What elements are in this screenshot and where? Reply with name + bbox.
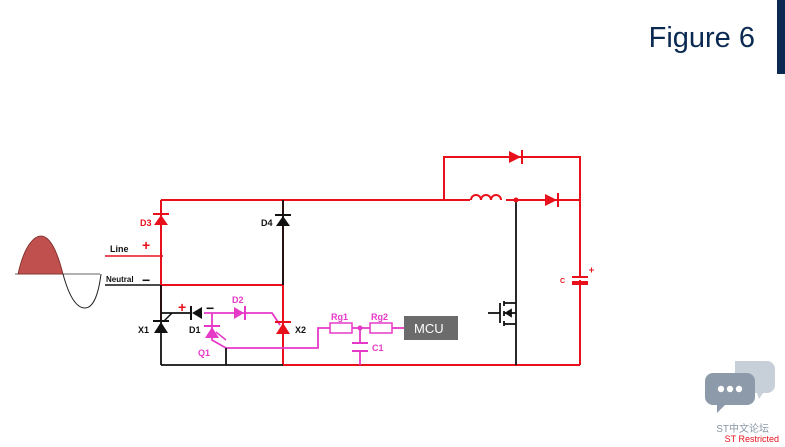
label-d4: D4 [261, 218, 273, 228]
label-rg2: Rg2 [371, 312, 388, 322]
label-d1: D1 [189, 325, 201, 335]
label-q1: Q1 [198, 348, 210, 358]
label-rg1: Rg1 [331, 312, 348, 322]
inductor-icon [470, 192, 506, 202]
label-neutral-minus: − [142, 272, 150, 288]
label-x2: X2 [295, 325, 306, 335]
chat-bubble-icon [705, 361, 775, 413]
junction-dot [357, 325, 363, 331]
thyristor-x1-icon [153, 312, 173, 333]
resistor-rg1-icon [329, 322, 353, 334]
label-d1-minus: − [206, 300, 214, 316]
input-wires [105, 255, 163, 286]
diode-d1-icon [190, 306, 202, 320]
junction-dot [513, 197, 519, 203]
label-mcu: MCU [414, 321, 444, 336]
label-neutral: Neutral [106, 275, 134, 284]
mosfet-icon [488, 301, 516, 326]
label-line-plus: + [142, 237, 150, 253]
diode-bypass-icon [509, 150, 523, 164]
classification-label: ST Restricted [724, 434, 779, 444]
diode-d4-icon [275, 214, 291, 226]
forum-watermark: ST中文论坛 [716, 424, 769, 435]
thyristor-q1-icon [204, 325, 227, 341]
capacitor-c-icon [572, 267, 594, 285]
diode-d2-icon [234, 306, 246, 320]
label-x1: X1 [138, 325, 149, 335]
label-d1-plus: + [178, 299, 186, 315]
label-d2: D2 [232, 295, 244, 305]
capacitor-c1-icon [352, 342, 368, 352]
resistor-rg2-icon [369, 322, 393, 334]
diode-d3-icon [153, 213, 169, 225]
label-c: C [560, 278, 565, 285]
label-d3: D3 [140, 218, 152, 228]
thyristor-x2-icon [275, 321, 291, 334]
ac-sine-source-icon [15, 235, 102, 309]
figure-title: Figure 6 [648, 22, 755, 54]
diode-boost-icon [545, 193, 559, 207]
label-c1: C1 [372, 343, 384, 353]
power-path [160, 156, 581, 366]
label-line: Line [110, 244, 129, 254]
title-accent-bar [777, 0, 785, 74]
mcu-block [404, 316, 458, 340]
